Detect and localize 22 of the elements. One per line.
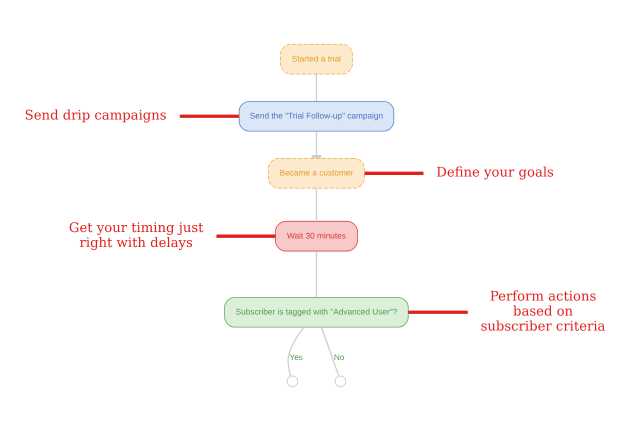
connector	[364, 171, 424, 174]
connector	[316, 250, 318, 297]
node-box: Became a customer	[268, 158, 365, 188]
edge-label: Yes	[289, 352, 303, 362]
node-text: Perform actions based on subscriber criteria	[480, 289, 606, 334]
node-text: Get your timing just right with delays	[68, 220, 204, 250]
node-circle	[286, 375, 298, 387]
node-text: Send drip campaigns	[24, 108, 167, 123]
node-box: Wait 30 minutes	[275, 220, 358, 251]
connector	[408, 310, 468, 314]
node-box: Subscriber is tagged with "Advanced User"?	[224, 296, 409, 328]
node-box: Send the "Trial Follow-up" campaign	[238, 100, 394, 132]
node-circle	[334, 375, 346, 387]
connector	[180, 114, 240, 118]
connector	[216, 234, 276, 238]
connector	[316, 188, 318, 221]
connector	[316, 74, 318, 101]
connector	[320, 326, 340, 376]
node-text: Define your goals	[436, 164, 554, 180]
connector	[288, 326, 304, 376]
edge-label: No	[334, 352, 344, 362]
node-box: Started a trial	[280, 43, 353, 74]
